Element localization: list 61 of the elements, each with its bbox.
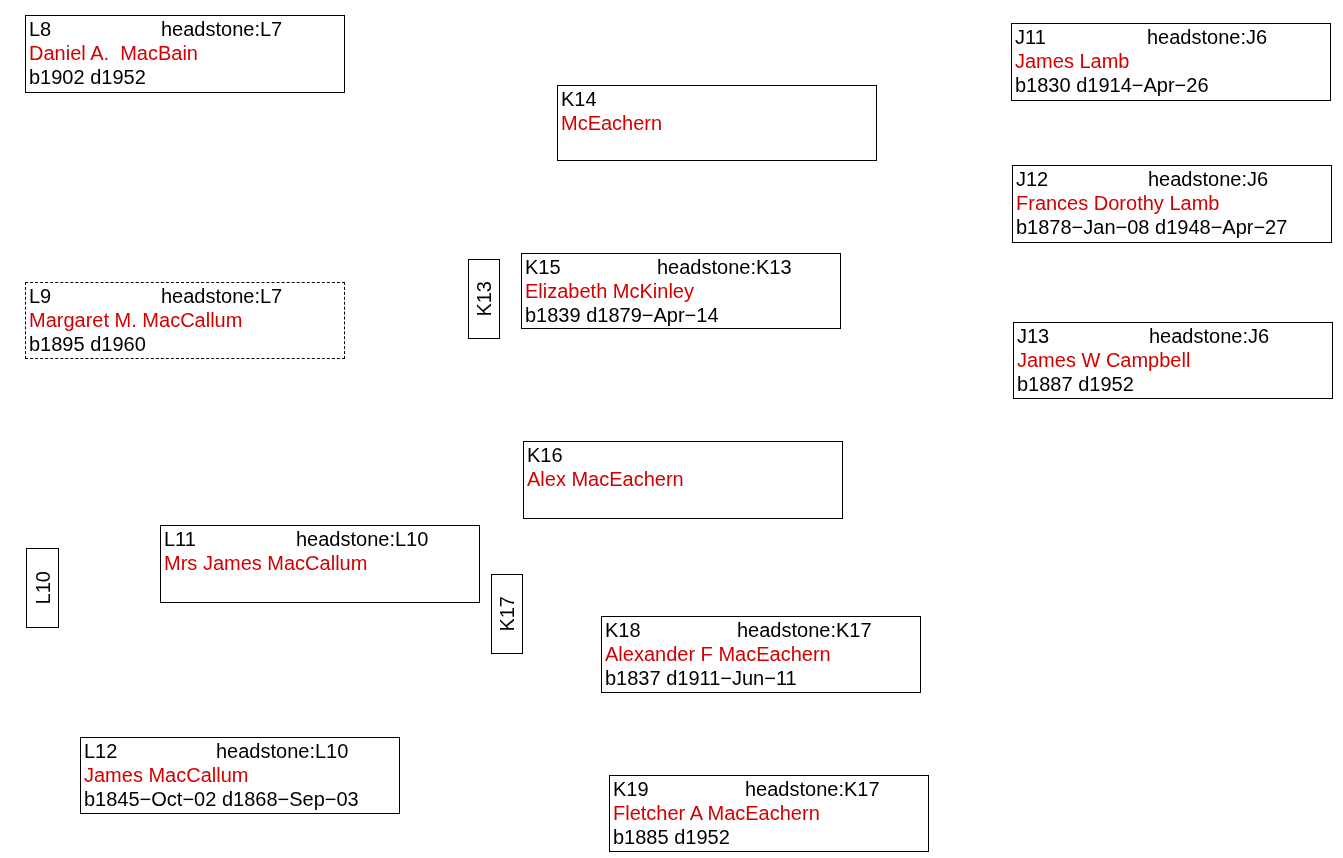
life-dates: b1878−Jan−08 d1948−Apr−27 [1016,216,1288,238]
plot-marker [26,548,59,628]
person-name: Frances Dorothy Lamb [1016,192,1220,214]
person-name: Daniel A. MacBain [29,42,198,64]
headstone-label: headstone:L7 [161,285,283,307]
person-name: Fletcher A MacEachern [613,802,820,824]
life-dates: b1895 d1960 [29,333,146,355]
person-name: James Lamb [1015,50,1130,72]
life-dates: b1887 d1952 [1017,373,1134,395]
plot-number: J12 [1016,168,1049,190]
person-name: Margaret M. MacCallum [29,309,243,331]
plot-number: L10 [31,571,54,605]
plot-number: K17 [496,596,518,632]
grave-plot-box [25,15,345,93]
grave-plot-box [1013,322,1333,399]
plot-number: L11 [164,528,196,550]
plot-marker [468,259,500,339]
life-dates: b1837 d1911−Jun−11 [605,667,797,689]
person-name: James MacCallum [84,764,249,786]
plot-number: K15 [525,256,561,278]
person-name: James W Campbell [1017,349,1191,371]
plot-number: L9 [29,285,52,307]
grave-plot-box [1011,23,1331,101]
plot-number: J13 [1017,325,1050,347]
grave-plot-box [601,616,921,693]
person-name: Alex MacEachern [527,468,684,490]
grave-plot-box [523,441,843,519]
grave-plot-box [25,282,345,359]
plot-number: K14 [561,88,597,110]
grave-plot-box [80,737,400,814]
headstone-label: headstone:K17 [745,778,880,800]
person-name: McEachern [561,112,663,134]
headstone-label: headstone:K17 [737,619,872,641]
person-name: Elizabeth McKinley [525,280,694,302]
plot-number: K16 [527,444,563,466]
life-dates: b1885 d1952 [613,826,730,848]
plot-number: L8 [29,18,52,40]
headstone-label: headstone:J6 [1149,325,1270,347]
plot-number: L12 [84,740,118,762]
headstone-label: headstone:K13 [657,256,792,278]
person-name: Mrs James MacCallum [164,552,368,574]
grave-plot-box [1012,165,1332,243]
person-name: Alexander F MacEachern [605,643,831,665]
grave-plot-box [160,525,480,603]
grave-plot-box [557,85,877,161]
plot-marker [491,574,523,654]
life-dates: b1839 d1879−Apr−14 [525,304,719,326]
grave-plot-box [521,253,841,329]
plot-number: J11 [1015,26,1046,48]
life-dates: b1830 d1914−Apr−26 [1015,74,1209,96]
plot-number: K13 [473,281,495,317]
headstone-label: headstone:L10 [296,528,429,550]
grave-plot-box [609,775,929,852]
headstone-label: headstone:J6 [1147,26,1268,48]
headstone-label: headstone:L10 [216,740,349,762]
life-dates: b1845−Oct−02 d1868−Sep−03 [84,788,359,810]
headstone-label: headstone:J6 [1148,168,1269,190]
life-dates: b1902 d1952 [29,66,146,88]
headstone-label: headstone:L7 [161,18,283,40]
plot-number: K19 [613,778,649,800]
plot-number: K18 [605,619,641,641]
